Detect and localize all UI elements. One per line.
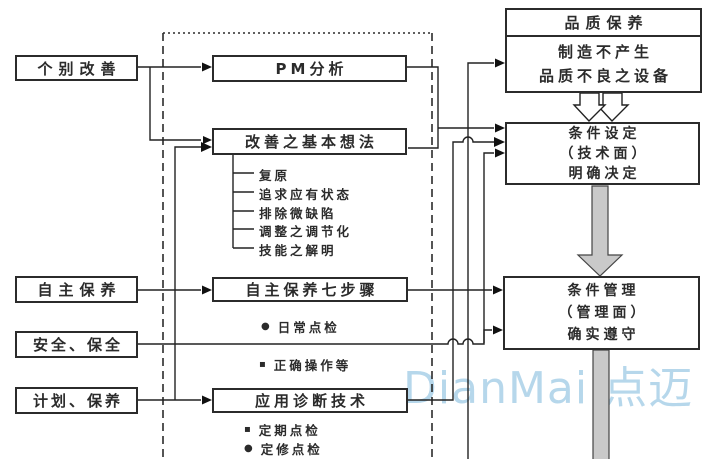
note-periodic-inspection: ▪ 定期点检 (244, 420, 321, 439)
note-label: 定修点检 (260, 442, 323, 457)
principle-item: 排除微缺陷 (259, 206, 337, 221)
box-pm-analysis: PM分析 (212, 55, 407, 82)
dashed-guides (162, 32, 433, 459)
box-label: 应用诊断技术 (254, 392, 369, 410)
box-autonomous-maintenance-seven-steps: 自主保养七步骤 (212, 277, 408, 302)
box-individual-improvement: 个别改善 (15, 55, 138, 81)
principle-item: 调整之调节化 (259, 224, 353, 239)
box-quality-maintenance: 品质保养 制造不产生 品质不良之设备 (505, 8, 702, 93)
box-label: 安全、保全 (32, 336, 123, 354)
note-scheduled-repair-inspection: ● 定修点检 (244, 439, 323, 458)
note-label: 日常点检 (277, 320, 340, 335)
box-autonomous-maintenance: 自主保养 (15, 276, 138, 303)
watermark-text: DianMai 点迈 (403, 363, 694, 414)
note-correct-operation: ▪ 正确操作等 (259, 355, 351, 374)
bullet-icon: ● (261, 321, 270, 332)
arrowheads (201, 58, 505, 405)
box-label: 自主保养 (37, 281, 122, 299)
hollow-double-down-arrow-icon (572, 92, 630, 123)
gray-down-arrow-icon (576, 185, 624, 277)
box-basic-improvement-ideas: 改善之基本想法 (212, 128, 407, 155)
note-daily-inspection: ● 日常点检 (261, 317, 340, 336)
principle-item: 复原 (259, 168, 291, 183)
principle-item: 追求应有状态 (259, 187, 353, 202)
box-label: 自主保养七步骤 (245, 281, 379, 299)
box-applied-diagnostic-technology: 应用诊断技术 (212, 388, 408, 413)
quality-maintenance-body: 制造不产生 品质不良之设备 (538, 43, 672, 85)
box-condition-management: 条件管理 （管理面） 确实遵守 (503, 276, 700, 350)
note-label: 定期点检 (258, 423, 321, 438)
solid-wires (138, 62, 494, 459)
principle-item: 技能之解明 (259, 243, 337, 258)
box-safety-security: 安全、保全 (15, 331, 138, 358)
bullet-icon: ● (244, 443, 253, 454)
box-condition-setting: 条件设定 （技术面） 明确决定 (505, 122, 700, 185)
box-label: 个别改善 (37, 59, 122, 78)
bullet-icon: ▪ (244, 424, 251, 435)
box-label: 计划、保养 (32, 392, 123, 410)
note-label: 正确操作等 (273, 358, 352, 373)
bullet-icon: ▪ (259, 359, 266, 370)
box-planned-maintenance: 计划、保养 (15, 387, 138, 414)
quality-maintenance-title: 品质保养 (507, 10, 700, 37)
box-label: PM分析 (275, 60, 348, 78)
box-label: 改善之基本想法 (244, 133, 378, 151)
gray-down-arrow-shaft-icon (592, 349, 610, 459)
